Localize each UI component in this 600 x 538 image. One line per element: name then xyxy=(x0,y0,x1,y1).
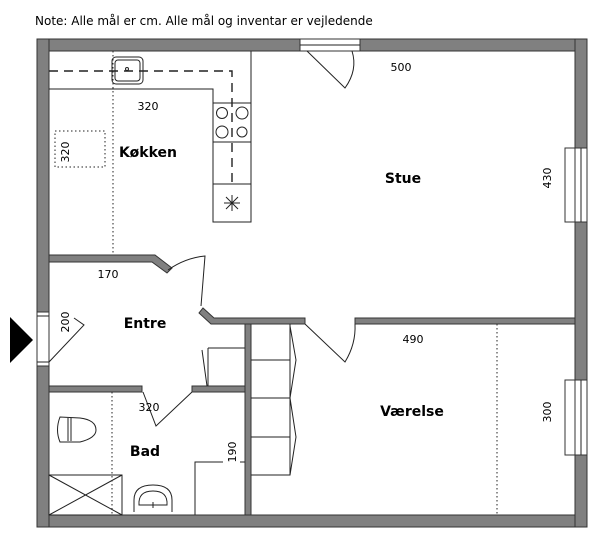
bath-door xyxy=(142,391,193,427)
bedroom-dim-h: 490 xyxy=(403,333,424,346)
room-label-bedroom: Værelse xyxy=(380,404,444,420)
washbasin-icon xyxy=(133,484,173,512)
note-text: Note: Alle mål er cm. Alle mål og invent… xyxy=(35,14,373,28)
bath-cabinet xyxy=(194,461,245,515)
kitchen-counter xyxy=(49,51,252,223)
wardrobe xyxy=(251,324,297,476)
interior-walls xyxy=(48,254,576,516)
toilet-icon xyxy=(57,416,97,443)
right-window-bedroom xyxy=(564,379,588,456)
bedroom-dim-v: 300 xyxy=(541,402,554,423)
room-label-kitchen: Køkken xyxy=(119,145,177,161)
stove-icon xyxy=(215,106,249,139)
kitchen-table xyxy=(54,130,106,168)
entry-dim-h: 170 xyxy=(98,268,119,281)
entrance-marker xyxy=(10,317,33,363)
right-window-living xyxy=(564,147,588,223)
entry-dim-v: 200 xyxy=(59,312,72,333)
entrance-door xyxy=(36,311,85,367)
kitchen-dim-v: 320 xyxy=(59,142,72,163)
shower-icon xyxy=(48,474,123,516)
top-window xyxy=(299,38,361,52)
bath-dim-h: 320 xyxy=(139,401,160,414)
closet-door xyxy=(201,347,245,387)
bedroom-door xyxy=(304,323,356,363)
living-dim-v: 430 xyxy=(541,168,554,189)
bath-dim-v: 190 xyxy=(226,442,239,463)
kitchen-entry-door xyxy=(167,255,206,307)
living-top-door xyxy=(306,50,355,89)
fridge-icon xyxy=(224,195,240,211)
kitchen-dim-h: 320 xyxy=(138,100,159,113)
sink-icon xyxy=(111,56,144,85)
room-label-living: Stue xyxy=(385,171,421,187)
outer-walls xyxy=(36,38,588,528)
living-dim-h: 500 xyxy=(391,61,412,74)
room-label-bath: Bad xyxy=(130,444,160,460)
room-label-entry: Entre xyxy=(124,316,167,332)
